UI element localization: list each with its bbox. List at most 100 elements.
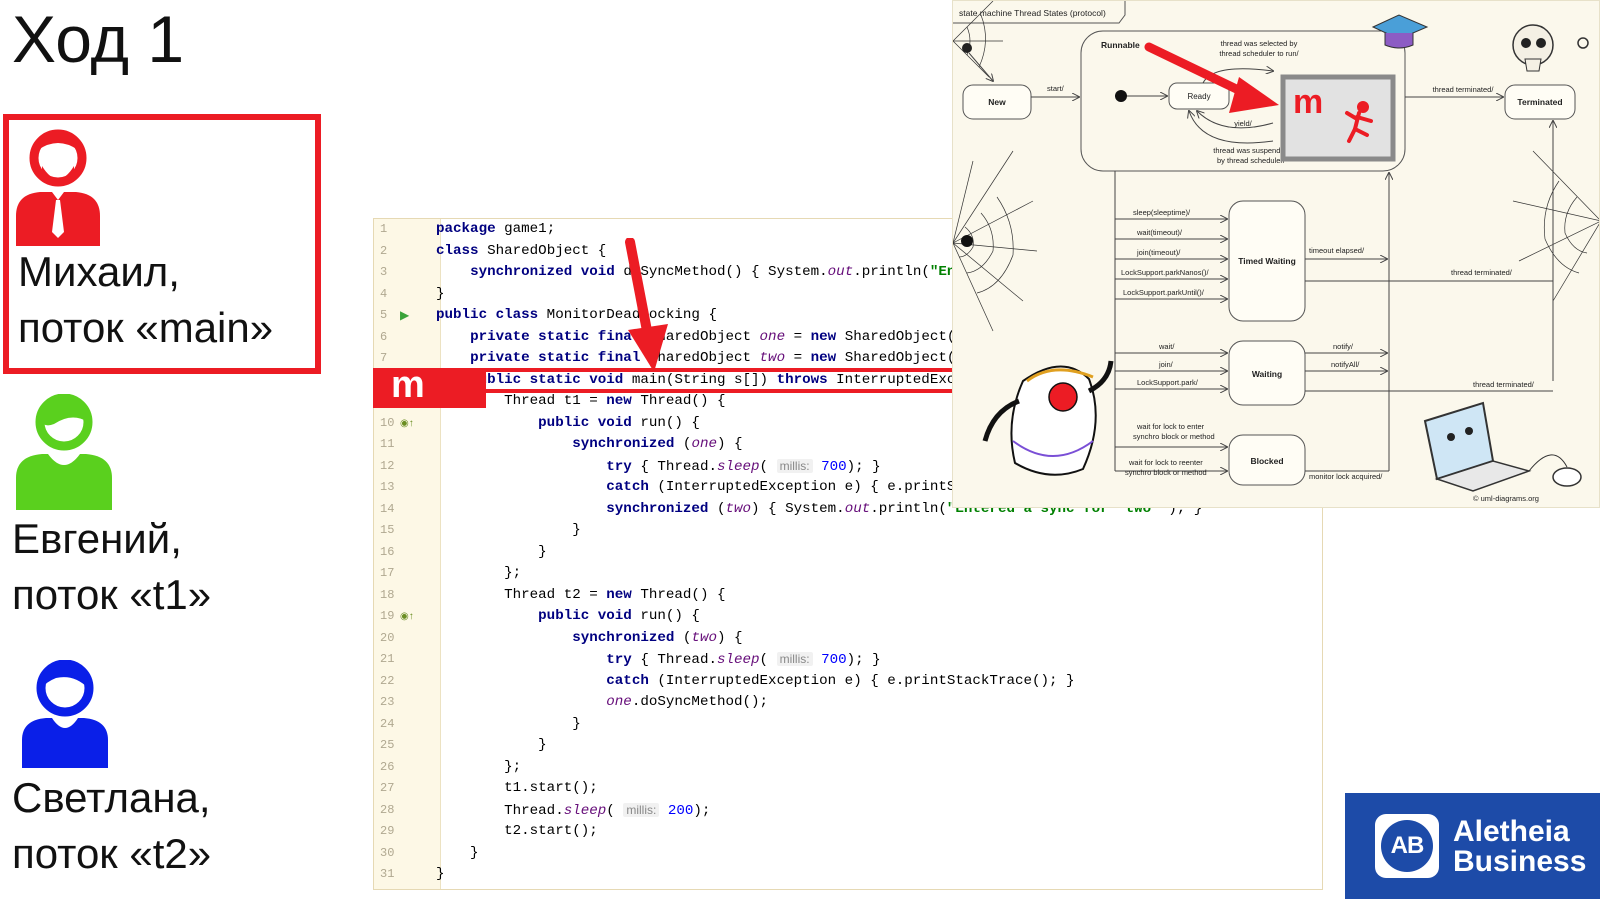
transition-lock-reenter-line1: wait for lock to reenter [1128, 458, 1203, 467]
thread-state-diagram: state machine Thread States (protocol) N… [952, 0, 1600, 508]
code-line: 20 synchronized (two) { [374, 628, 1322, 650]
line-number: 7 [380, 351, 388, 365]
line-number: 18 [380, 587, 395, 602]
code-line: 12 try { Thread.sleep( millis: 700); } [374, 456, 1322, 478]
duke-mascot-icon [982, 360, 1114, 476]
state-terminated: Terminated [1517, 97, 1562, 107]
transition-terminated-3: thread terminated/ [1473, 380, 1535, 389]
code-text: public class MonitorDeadlocking { [436, 307, 717, 323]
transition-park: LockSupport.park/ [1137, 378, 1199, 387]
logo-line1: Aletheia [1453, 815, 1570, 848]
code-text: public void run() { [538, 414, 700, 431]
evgeny-avatar-icon [16, 394, 112, 510]
laptop-icon [1423, 401, 1582, 492]
running-state-box [1280, 74, 1396, 162]
code-text: } [436, 522, 581, 538]
code-text: class SharedObject { [436, 242, 607, 259]
transition-selected-line1: thread was selected by [1221, 39, 1298, 48]
person-thread-svetlana: поток «t2» [12, 830, 212, 877]
run-gutter-icon[interactable]: ▶ [400, 308, 410, 322]
state-waiting: Waiting [1252, 369, 1282, 379]
state-new: New [988, 97, 1006, 107]
diagram-watermark: © uml-diagrams.org [1473, 494, 1539, 503]
line-number: 6 [380, 329, 388, 344]
person-name-evgeny: Евгений, [12, 515, 182, 562]
transition-lock-enter-line1: wait for lock to enter [1136, 422, 1205, 431]
code-line: 15 } [374, 520, 1322, 542]
line-number: 26 [380, 759, 395, 774]
code-text: catch (InterruptedException e) { e.print… [606, 672, 1075, 689]
code-text: synchronized (one) { [572, 436, 743, 452]
override-gutter-icon[interactable]: ◉↑ [400, 417, 414, 429]
person-thread-mikhail: поток «main» [18, 304, 274, 351]
code-line: 5 ▶ public class MonitorDeadlocking { [374, 305, 1322, 327]
person-name-svetlana: Светлана, [12, 774, 211, 821]
transition-selected-line2: thread scheduler to run/ [1219, 49, 1299, 58]
code-text: synchronized (two) { [572, 629, 743, 646]
line-number: 1 [380, 222, 388, 236]
code-text: } [436, 715, 581, 732]
line-number: 5 [380, 308, 388, 322]
code-text: }; [436, 758, 522, 775]
current-thread-highlight-box [3, 114, 321, 374]
arrow-down-icon [625, 238, 668, 372]
transition-timeout-elapsed: timeout elapsed/ [1309, 246, 1365, 255]
transition-lock-reenter-line2: synchro block or method [1125, 468, 1207, 477]
line-number: 28 [380, 802, 395, 817]
code-text: } [436, 866, 445, 882]
line-number: 3 [380, 265, 388, 279]
transition-suspended-line1: thread was suspended [1213, 146, 1288, 155]
code-line: 7 private static final SharedObject two … [374, 348, 1322, 370]
code-line: 27 t1.start(); [374, 778, 1322, 800]
code-text: } [436, 543, 547, 560]
code-line: 1 package game1; [374, 219, 1322, 241]
code-text: t1.start(); [436, 780, 598, 796]
code-line: 23 one.doSyncMethod(); [374, 692, 1322, 714]
code-line: 30 } [374, 843, 1322, 865]
override-gutter-icon[interactable]: ◉↑ [400, 611, 414, 622]
code-text: } [436, 844, 479, 861]
editor-gutter [374, 219, 441, 889]
logo-badge-text: AB [1381, 820, 1433, 872]
code-text: Thread t1 = new Thread() { [436, 393, 726, 409]
transition-suspended-line2: by thread scheduler/ [1217, 156, 1286, 165]
person-name-mikhail: Михаил, [18, 248, 180, 295]
person-thread-evgeny: поток «t1» [12, 571, 212, 618]
transition-notify: notify/ [1333, 342, 1354, 351]
logo-badge: AB [1375, 814, 1439, 878]
code-line: 10 ◉↑ public void run() { [374, 413, 1322, 435]
code-line: 16 } [374, 542, 1322, 564]
line-number: 24 [380, 716, 395, 731]
main-thread-marker: m [373, 366, 486, 408]
code-line: 22 catch (InterruptedException e) { e.pr… [374, 671, 1322, 693]
line-number: 10 [380, 415, 395, 430]
line-number: 29 [380, 824, 395, 838]
transition-park-until: LockSupport.parkUntil()/ [1123, 288, 1205, 297]
code-line: 25 } [374, 735, 1322, 757]
transition-wait-timeout: wait(timeout)/ [1136, 228, 1183, 237]
code-line: 28 Thread.sleep( millis: 200); [374, 800, 1322, 822]
state-timed-waiting: Timed Waiting [1238, 256, 1296, 266]
transition-join-timeout: join(timeout)/ [1136, 248, 1181, 257]
arrow-right-icon [1229, 77, 1279, 113]
transition-start: start/ [1047, 84, 1065, 93]
slide-title: Ход 1 [12, 2, 185, 76]
transition-terminated-2: thread terminated/ [1451, 268, 1513, 277]
state-ready: Ready [1187, 92, 1210, 101]
line-number: 22 [380, 673, 395, 688]
code-text: package game1; [436, 221, 556, 237]
line-number: 17 [380, 566, 395, 580]
line-number: 15 [380, 523, 395, 537]
line-number: 20 [380, 630, 395, 645]
code-text: } [436, 285, 445, 302]
transition-monitor-acquired: monitor lock acquired/ [1309, 472, 1383, 481]
state-blocked: Blocked [1250, 456, 1283, 466]
transition-sleep: sleep(sleeptime)/ [1133, 208, 1191, 217]
code-text: Thread.sleep( millis: 200); [436, 802, 711, 819]
svetlana-avatar-icon [22, 660, 108, 768]
state-runnable: Runnable [1101, 40, 1140, 50]
code-text: one.doSyncMethod(); [606, 694, 769, 710]
running-thread-token: m [1293, 83, 1323, 121]
line-number: 30 [380, 845, 395, 860]
